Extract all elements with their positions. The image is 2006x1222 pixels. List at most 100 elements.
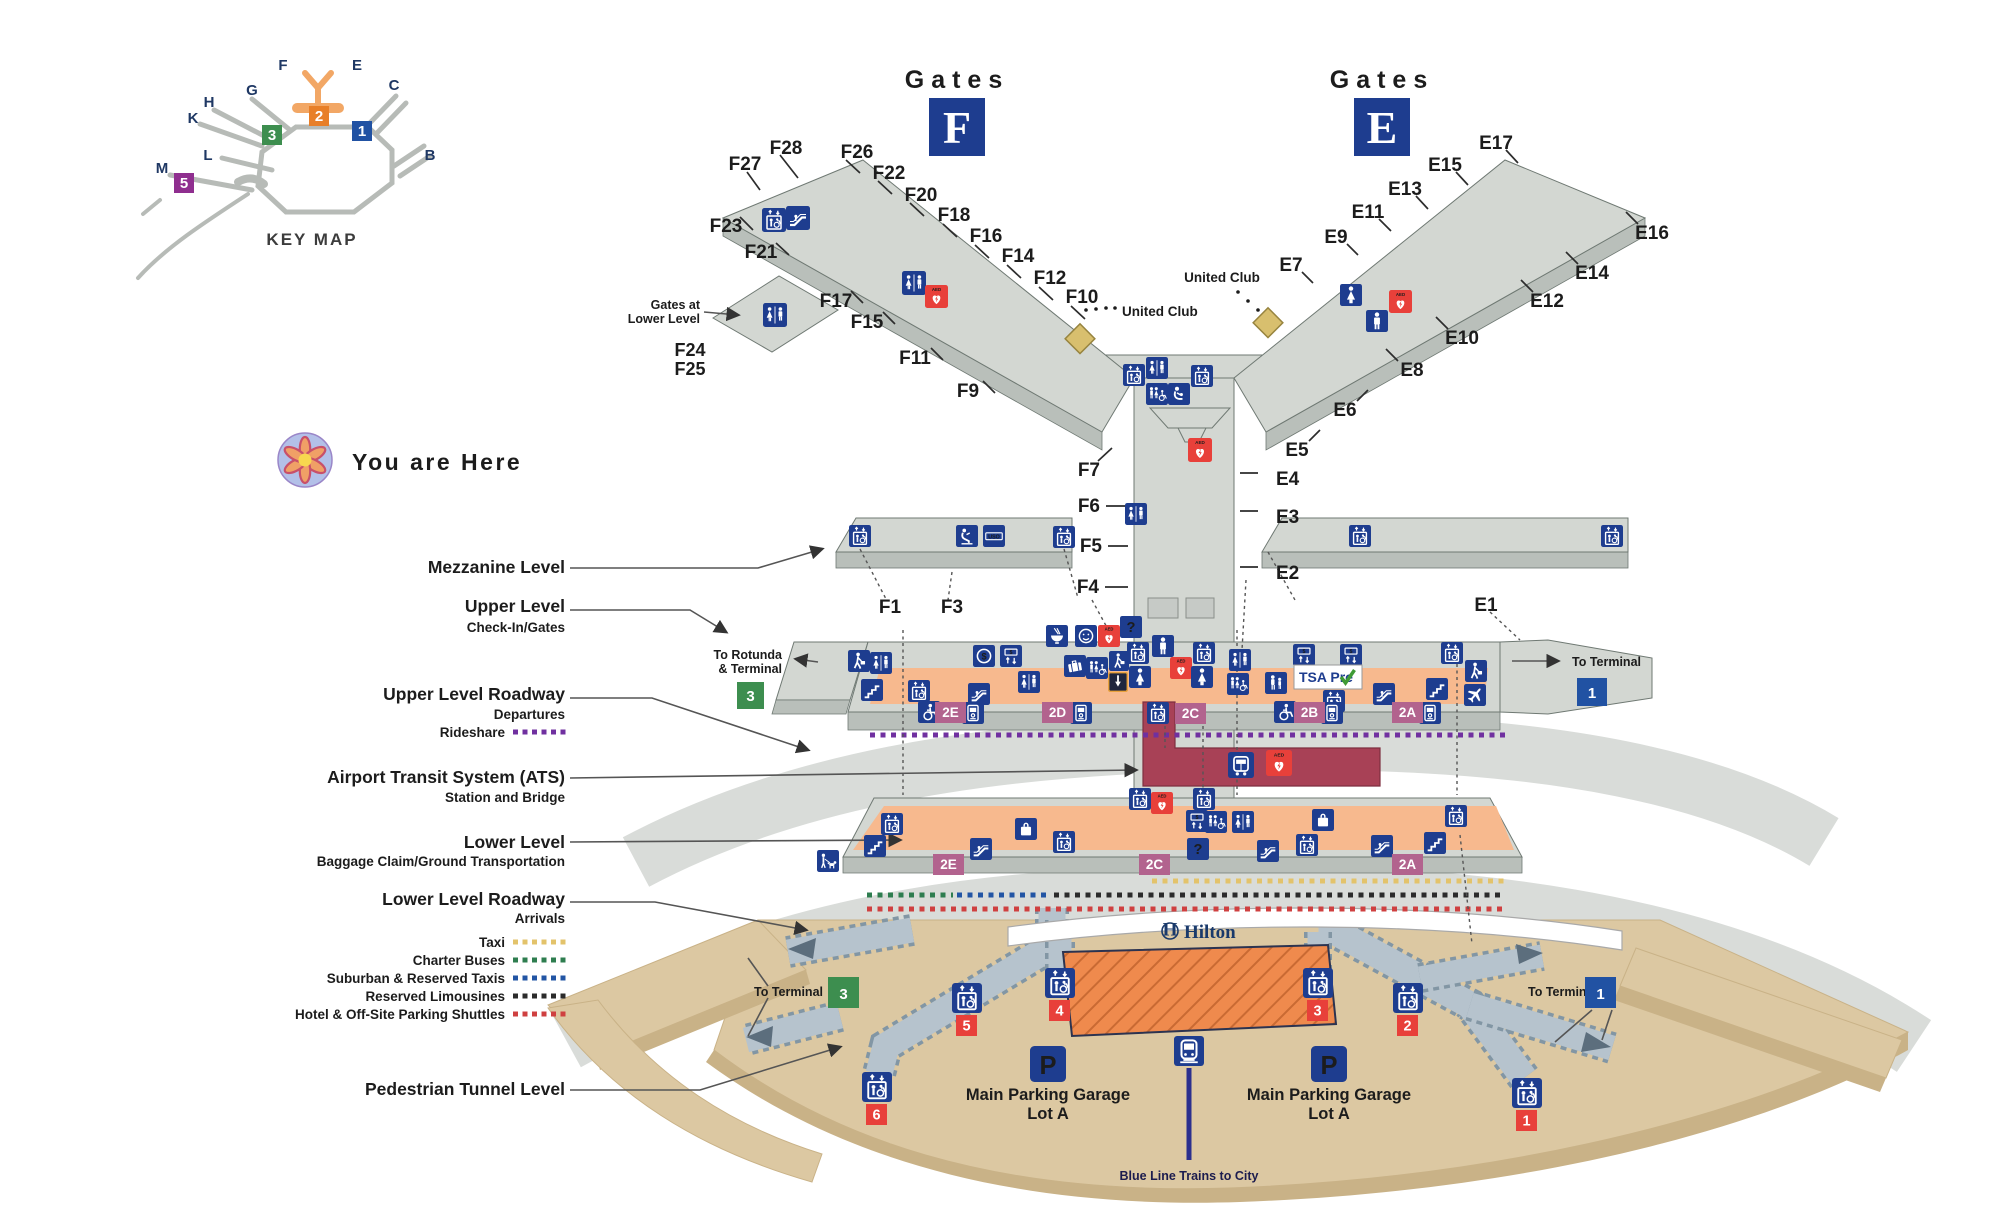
charter-legend-label: Charter Buses (413, 953, 505, 968)
terminal1-pointer-lines (1554, 1009, 1613, 1043)
to-rotunda-arrow (793, 653, 819, 668)
terminal3-bottom-box (828, 977, 859, 1008)
zone-2c-label: 2C (1182, 706, 1200, 721)
baggage-check-icon (1064, 655, 1086, 677)
baggage-claim-icon (1015, 818, 1037, 840)
aed-icon (1151, 792, 1173, 814)
gate-f23-label: F23 (710, 216, 743, 237)
exit-with-baggage-icon (1109, 651, 1129, 671)
tsa-check-icon (1339, 669, 1356, 686)
gate-e9-label: E9 (1324, 227, 1347, 248)
hotel-legend-label: Hotel & Off-Site Parking Shuttles (295, 1007, 505, 1022)
key-terminal-2-num: 2 (315, 108, 323, 125)
united-club-label-1: United Club (1184, 270, 1260, 285)
hotel-garage-block (1061, 943, 1338, 1038)
elevator-icon (1296, 834, 1318, 856)
gate-f28-label: F28 (770, 138, 803, 159)
ats-pointer (569, 762, 1139, 779)
key-map-terminal2-shape (292, 70, 344, 113)
atm-icon (1186, 810, 1208, 832)
zone-2d-label: 2D (1049, 705, 1067, 720)
terminal1-bottom-num: 1 (1596, 986, 1604, 1003)
mens-restroom-icon (1152, 635, 1174, 657)
restroom-icon (902, 271, 926, 295)
terminal1-upper-num: 1 (1588, 685, 1596, 702)
upper-level-pointer (570, 609, 729, 634)
elevator-icon (849, 525, 871, 547)
gate-f24-label: F24 (674, 340, 705, 360)
gate-e17-label: E17 (1479, 133, 1513, 154)
blue-line-transit: Blue Line Trains to City (1120, 1036, 1259, 1183)
suburban-legend-label: Suburban & Reserved Taxis (327, 971, 505, 986)
elevator-icon (1441, 642, 1463, 664)
rotunda-terminal3-box (737, 682, 764, 709)
gate-e14-label: E14 (1575, 263, 1609, 284)
level-connector-dashes (859, 548, 1521, 945)
gates-e-box (1354, 98, 1410, 156)
upper-zone-tabs: 2E 2D 2C 2B 2A (935, 702, 1423, 724)
gate-e5-label: E5 (1285, 440, 1309, 461)
key-map: 2 3 1 5 F E G C H K L M B KEY MAP (136, 57, 436, 280)
gates-lower-line2: Lower Level (628, 312, 700, 326)
elevator-icon (1193, 642, 1215, 664)
key-map-roads (136, 93, 433, 280)
key-terminal-1-box (352, 121, 372, 141)
gate-e1-label: E1 (1474, 595, 1498, 616)
gates-f-title: Gates (905, 66, 1009, 94)
limo-legend-label: Reserved Limousines (365, 989, 505, 1004)
elevator-icon (762, 208, 786, 232)
left-plank-edge (596, 970, 810, 1070)
left-tan-tail (547, 999, 823, 1183)
stairs-icon (864, 835, 886, 857)
key-letter-k: K (188, 110, 199, 127)
elevator-3-badge (1307, 1000, 1328, 1021)
zone-2c-lower-tab (1139, 854, 1170, 875)
family-restroom-icon (1227, 673, 1249, 695)
level-labels: Mezzanine Level Upper Level Check-In/Gat… (295, 545, 1139, 1099)
terminal3-pointer-lines (747, 957, 769, 1037)
gate-f1-label: F1 (879, 597, 902, 618)
escalator-icon (1257, 840, 1279, 862)
zone-2a-tab (1392, 702, 1423, 723)
parking-icon (1311, 1046, 1347, 1082)
garage-right-line2: Lot A (1308, 1105, 1350, 1123)
zone-2c-lower-label: 2C (1146, 857, 1164, 872)
gate-e2-label: E2 (1276, 563, 1299, 584)
elevator-icon (1349, 525, 1371, 547)
you-are-here-label: You are Here (352, 449, 522, 475)
gates-lower-pointer (703, 306, 741, 322)
parking-pay-station-icon (1070, 702, 1092, 724)
restroom-icon (1146, 357, 1168, 379)
elevator-1-badge (1516, 1110, 1537, 1131)
blue-line-label: Blue Line Trains to City (1120, 1169, 1259, 1183)
elevator-icon (952, 983, 982, 1013)
to-terminal1-upper-label: To Terminal (1572, 655, 1641, 669)
elevator-2-badge (1397, 1015, 1418, 1036)
gate-f4-label: F4 (1077, 577, 1100, 598)
garage-left-line2: Lot A (1027, 1105, 1069, 1123)
passenger-assistance-icon (1265, 672, 1287, 694)
elevator-icon (1303, 968, 1333, 998)
gate-f11-label: F11 (899, 348, 931, 369)
gate-e12-label: E12 (1530, 291, 1564, 312)
zone-2e-tab (935, 702, 966, 723)
gates-f-box (929, 98, 985, 156)
you-are-here-icon (277, 432, 333, 488)
gates-e-title: Gates (1330, 66, 1434, 94)
restroom-icon (1232, 811, 1254, 833)
upper-level-roadway-band (622, 713, 1839, 887)
elevator-icon (1053, 526, 1075, 548)
elevator-5-badge (956, 1015, 977, 1036)
aed-icon (1098, 625, 1120, 647)
aed-icon (1188, 438, 1212, 462)
rotunda-terminal3-num: 3 (746, 688, 754, 705)
elevator-icon (1393, 983, 1423, 1013)
terminal-links: To Rotunda & Terminal 3 To Terminal 1 To… (714, 648, 1641, 1043)
aed-icon (925, 285, 948, 308)
to-rotunda-line1: To Rotunda (714, 648, 784, 662)
stairs-icon (861, 679, 883, 701)
chapel-icon (956, 525, 978, 547)
uso-icon (983, 525, 1005, 547)
tunnel-arrow-right-lower (1581, 1032, 1611, 1052)
womens-restroom-icon (1340, 284, 1362, 306)
